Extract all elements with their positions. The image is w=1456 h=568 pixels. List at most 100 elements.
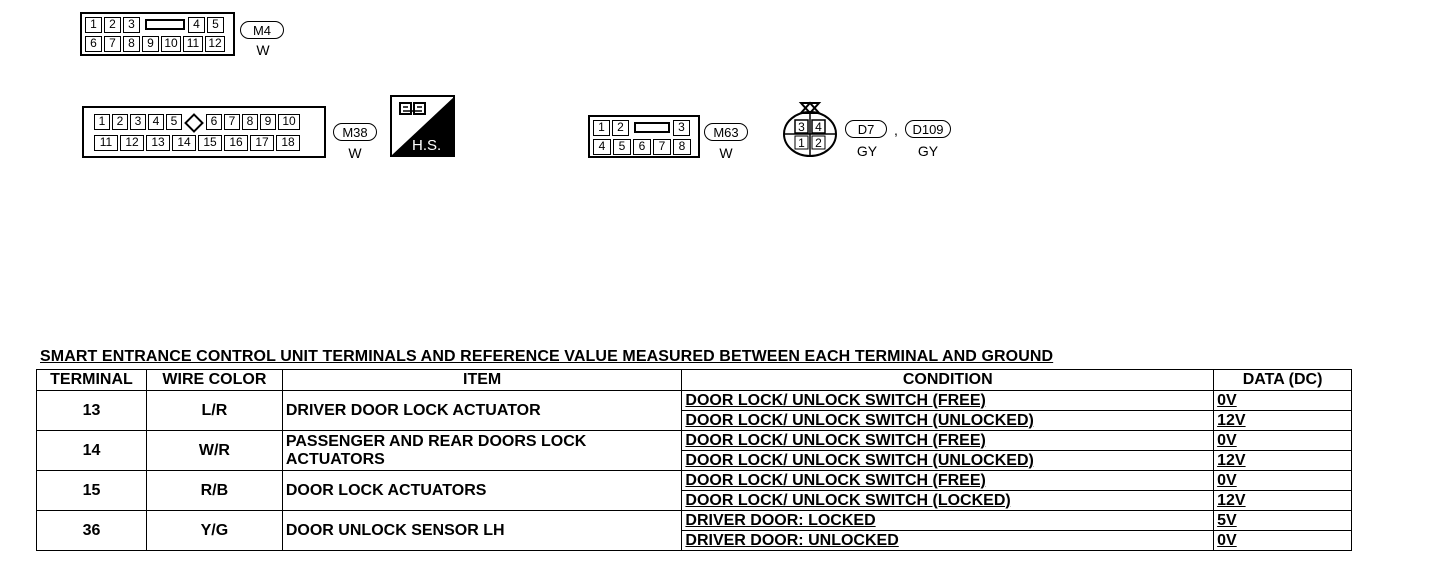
wire-color-d7: GY [856, 143, 878, 159]
data-cell: 0V [1213, 470, 1352, 491]
data-cell: 12V [1213, 490, 1352, 511]
connector-plug-icon [399, 102, 426, 115]
pin: 12 [205, 36, 225, 52]
wire-color-m38: W [348, 145, 362, 161]
connector-m63: 1 2 3 4 5 6 7 8 [588, 115, 700, 158]
pin: 7 [224, 114, 240, 130]
pin: 4 [593, 139, 611, 155]
pin: 1 [798, 136, 805, 150]
pin: 16 [224, 135, 248, 151]
condition-cell: DOOR LOCK/ UNLOCK SWITCH (LOCKED) [681, 490, 1215, 511]
table-title: SMART ENTRANCE CONTROL UNIT TERMINALS AN… [40, 348, 1054, 365]
table-row: DOOR LOCK/ UNLOCK SWITCH (LOCKED) 12V [37, 490, 1352, 511]
item-cell: DOOR UNLOCK SENSOR LH [281, 510, 683, 551]
terminal-cell: 36 [36, 510, 147, 551]
connector-d7: 3 4 1 2 [783, 101, 837, 157]
pin: 12 [120, 135, 144, 151]
pin: 13 [146, 135, 170, 151]
connector-m38: 1 2 3 4 5 6 7 8 9 10 11 12 13 14 15 16 1… [82, 106, 326, 158]
header-terminal: TERMINAL [36, 369, 147, 391]
pin: 10 [278, 114, 300, 130]
connector-tag-m38: M38 [333, 123, 377, 141]
pin: 3 [798, 120, 805, 134]
table-header-row: TERMINAL WIRE COLOR ITEM CONDITION DATA … [36, 369, 1352, 391]
pin: 9 [260, 114, 276, 130]
pin: 6 [85, 36, 102, 52]
harness-side-label: H.S. [412, 137, 442, 154]
pin: 1 [593, 120, 610, 136]
pin: 8 [123, 36, 140, 52]
connector-tag-m63: M63 [704, 123, 748, 141]
wire-color-m63: W [719, 145, 733, 161]
pin: 2 [612, 120, 629, 136]
pin: 5 [613, 139, 631, 155]
wire-color-cell: L/R [145, 390, 283, 431]
pin: 7 [104, 36, 121, 52]
tag-separator: , [894, 122, 898, 138]
connector-tag-m4: M4 [240, 21, 284, 39]
terminal-cell: 13 [36, 390, 147, 431]
pin: 6 [206, 114, 222, 130]
pin: 18 [276, 135, 300, 151]
condition-cell: DOOR LOCK/ UNLOCK SWITCH (FREE) [681, 470, 1215, 491]
header-condition: CONDITION [681, 369, 1215, 391]
connector-latch [634, 122, 670, 133]
item-cell: DRIVER DOOR LOCK ACTUATOR [281, 390, 683, 431]
pin: 6 [633, 139, 651, 155]
table-row: DRIVER DOOR: UNLOCKED 0V [37, 530, 1352, 551]
terminal-reference-table: TERMINAL WIRE COLOR ITEM CONDITION DATA … [36, 369, 1352, 551]
pin: 14 [172, 135, 196, 151]
connector-tag-d109: D109 [905, 120, 951, 138]
data-cell: 12V [1213, 450, 1352, 471]
table-row: DOOR LOCK/ UNLOCK SWITCH (UNLOCKED) 12V [37, 410, 1352, 431]
pin: 1 [94, 114, 110, 130]
header-data: DATA (DC) [1213, 369, 1352, 391]
pin: 1 [85, 17, 102, 33]
condition-cell: DRIVER DOOR: UNLOCKED [681, 530, 1215, 551]
condition-cell: DOOR LOCK/ UNLOCK SWITCH (FREE) [681, 390, 1215, 411]
data-cell: 0V [1213, 390, 1352, 411]
wire-color-cell: R/B [145, 470, 283, 511]
pin: 2 [112, 114, 128, 130]
table-row: 14 W/R PASSENGER AND REAR DOORS LOCK ACT… [36, 430, 1352, 471]
wire-color-d109: GY [917, 143, 939, 159]
wire-color-cell: Y/G [145, 510, 283, 551]
header-wire-color: WIRE COLOR [145, 369, 283, 391]
key-diamond-icon [184, 113, 204, 133]
pin: 2 [815, 136, 822, 150]
pin: 8 [242, 114, 258, 130]
harness-side-symbol: H.S. [390, 95, 455, 157]
pin: 3 [673, 120, 690, 136]
condition-cell: DRIVER DOOR: LOCKED [681, 510, 1215, 531]
connector-latch [145, 19, 185, 30]
table-row: DOOR LOCK/ UNLOCK SWITCH (UNLOCKED) 12V [37, 450, 1352, 471]
item-cell: PASSENGER AND REAR DOORS LOCK ACTUATORS [281, 430, 683, 471]
data-cell: 0V [1213, 530, 1352, 551]
data-cell: 5V [1213, 510, 1352, 531]
pin: 7 [653, 139, 671, 155]
condition-cell: DOOR LOCK/ UNLOCK SWITCH (UNLOCKED) [681, 450, 1215, 471]
pin: 2 [104, 17, 121, 33]
terminal-cell: 15 [36, 470, 147, 511]
connector-m4: 1 2 3 4 5 6 7 8 9 10 11 12 [80, 12, 235, 56]
table-row: 15 R/B DOOR LOCK ACTUATORS DOOR LOCK/ UN… [36, 470, 1352, 511]
header-item: ITEM [281, 369, 683, 391]
item-cell: DOOR LOCK ACTUATORS [281, 470, 683, 511]
data-cell: 0V [1213, 430, 1352, 451]
pin: 9 [142, 36, 159, 52]
pin: 17 [250, 135, 274, 151]
condition-cell: DOOR LOCK/ UNLOCK SWITCH (FREE) [681, 430, 1215, 451]
table-row: 36 Y/G DOOR UNLOCK SENSOR LH DRIVER DOOR… [36, 510, 1352, 551]
pin: 10 [161, 36, 181, 52]
pin: 4 [815, 120, 822, 134]
connector-tag-d7: D7 [845, 120, 887, 138]
pin: 5 [166, 114, 182, 130]
pin: 5 [207, 17, 224, 33]
condition-cell: DOOR LOCK/ UNLOCK SWITCH (UNLOCKED) [681, 410, 1215, 431]
pin: 4 [188, 17, 205, 33]
table-row: 13 L/R DRIVER DOOR LOCK ACTUATOR DOOR LO… [36, 390, 1352, 431]
wire-color-m4: W [256, 42, 270, 58]
pin: 3 [130, 114, 146, 130]
pin: 4 [148, 114, 164, 130]
pin: 15 [198, 135, 222, 151]
